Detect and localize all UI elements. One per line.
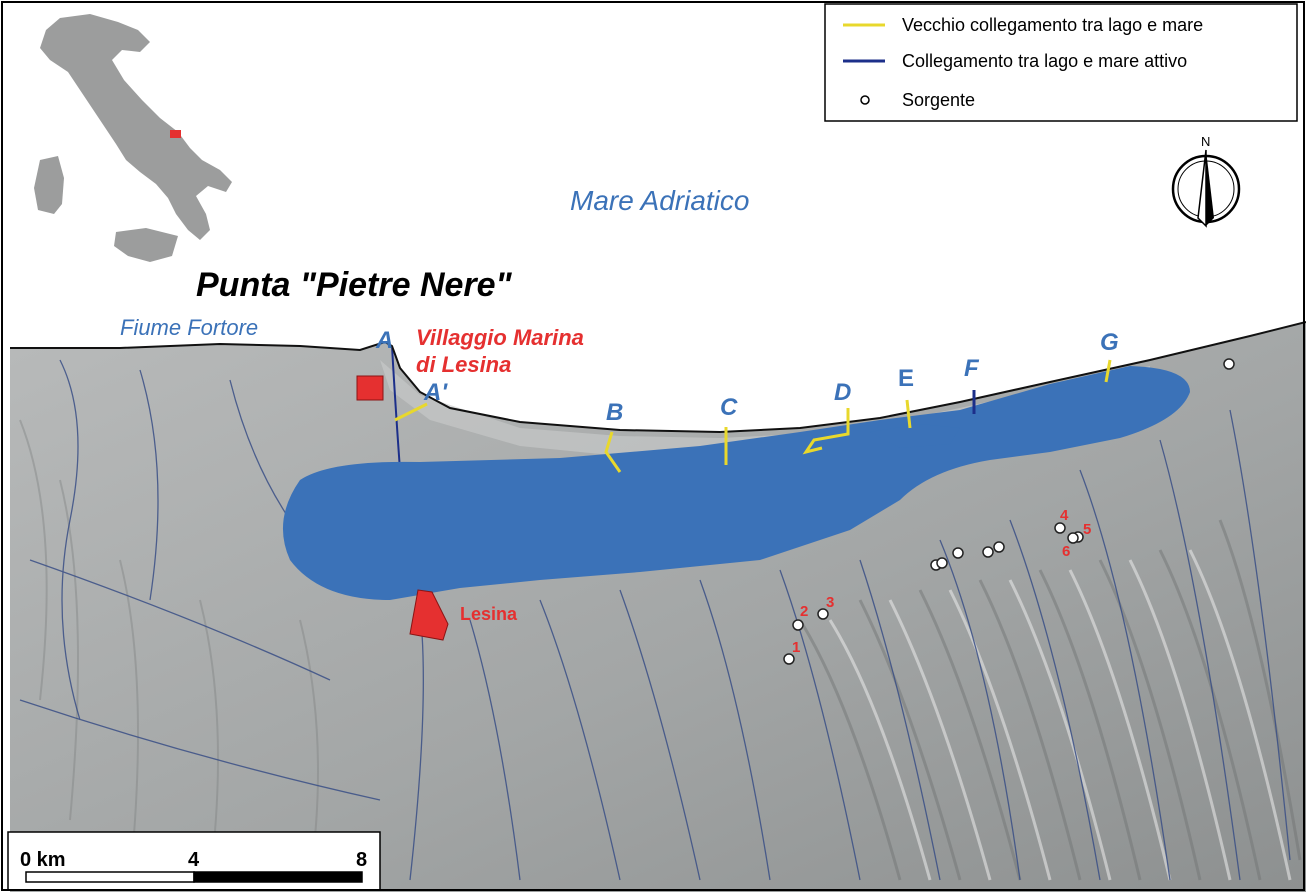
- spring-number-5: 5: [1083, 521, 1091, 538]
- lesina-marker: [409, 589, 449, 641]
- spring-3: [817, 608, 829, 620]
- legend-spring-icon: [860, 95, 870, 105]
- legend-spring-label: Sorgente: [902, 90, 975, 110]
- spring-cluster-d: [982, 546, 994, 558]
- old-connections: [394, 359, 1112, 473]
- lake-lesina: [282, 366, 1190, 600]
- section-label-g: G: [1100, 329, 1119, 356]
- sardinia-shape: [34, 156, 64, 214]
- spring-cluster-b: [936, 557, 948, 569]
- italy-inset: [34, 14, 232, 262]
- italy-mainland-shape: [40, 14, 232, 240]
- north-needle-light: [1197, 149, 1207, 228]
- sicily-shape: [114, 228, 178, 262]
- coastline: [10, 321, 1306, 434]
- sea-label: Mare Adriatico: [570, 185, 749, 216]
- section-label-e: E: [898, 365, 914, 392]
- springs-markers: [783, 358, 1235, 665]
- spring-number-3: 3: [826, 594, 834, 611]
- spring-cluster-c: [952, 547, 964, 559]
- section-label-f: F: [964, 355, 980, 382]
- section-label-d: D: [834, 379, 851, 406]
- north-needle-dark: [1206, 150, 1214, 226]
- town-label: Lesina: [460, 604, 518, 624]
- spring-number-6: 6: [1062, 543, 1070, 560]
- lake-lagoon: [870, 424, 960, 448]
- legend: Vecchio collegamento tra lago e mare Col…: [824, 3, 1298, 122]
- streams: [19, 359, 1291, 881]
- land-terrain: [10, 322, 1306, 892]
- scale-bar: 0 km 4 8: [7, 831, 381, 891]
- legend-box: [824, 3, 1298, 122]
- village-label-line2: di Lesina: [416, 352, 511, 377]
- river-label: Fiume Fortore: [120, 315, 258, 340]
- scale-segment-light: [25, 871, 195, 883]
- north-arrow-icon: N: [1171, 134, 1241, 228]
- section-label-a: A: [375, 327, 393, 354]
- relief-highlights: [828, 549, 1292, 881]
- spring-number-4: 4: [1060, 507, 1069, 524]
- scale-label-end: 8: [356, 849, 367, 871]
- scale-segment-dark: [193, 871, 363, 883]
- relief-hills: [798, 519, 1302, 881]
- spring-number-1: 1: [792, 639, 800, 656]
- spring-cluster-e: [993, 541, 1005, 553]
- spring-ne: [1223, 358, 1235, 370]
- spring-number-2: 2: [800, 603, 808, 620]
- study-area-marker: [170, 130, 181, 138]
- spring-4: [1054, 522, 1066, 534]
- spring-1: [783, 653, 795, 665]
- scale-label-start: 0 km: [20, 849, 66, 871]
- spring-2: [792, 619, 804, 631]
- north-label: N: [1201, 134, 1210, 149]
- section-label-b: B: [606, 399, 623, 426]
- spring-6: [1067, 532, 1079, 544]
- section-label-c: C: [720, 394, 738, 421]
- point-label: Punta "Pietre Nere": [196, 266, 513, 304]
- section-label-a-prime: A': [423, 379, 448, 406]
- legend-old-link-label: Vecchio collegamento tra lago e mare: [902, 15, 1203, 35]
- fortore-river: [391, 345, 401, 471]
- village-label-line1: Villaggio Marina: [416, 325, 584, 350]
- legend-active-link-label: Collegamento tra lago e mare attivo: [902, 51, 1187, 71]
- scale-label-mid: 4: [188, 849, 200, 871]
- village-marker: [356, 375, 384, 401]
